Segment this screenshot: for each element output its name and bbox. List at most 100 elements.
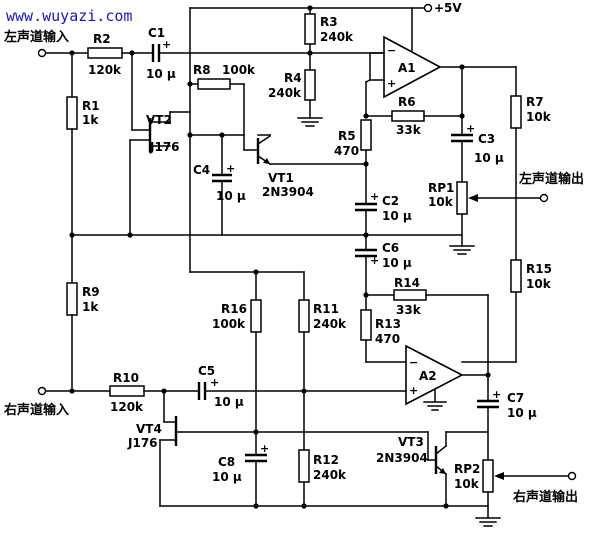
R14-feedback: R14 33k bbox=[365, 276, 489, 376]
A2-label: A2 bbox=[419, 369, 437, 383]
left-input-terminal[interactable] bbox=[37, 48, 47, 58]
left-input-label: 左声道输入 bbox=[4, 29, 69, 45]
right-input-label: 右声道输入 bbox=[3, 402, 69, 418]
VT1-value: 2N3904 bbox=[262, 185, 314, 199]
right-input-terminal[interactable] bbox=[37, 386, 47, 396]
C5-ref: C5 bbox=[198, 364, 215, 378]
C4-ref: C4 bbox=[193, 163, 210, 177]
R2-ref: R2 bbox=[93, 32, 111, 46]
R1-resistor bbox=[66, 96, 78, 130]
svg-text:+: + bbox=[226, 162, 235, 175]
R2-value: 120k bbox=[88, 63, 122, 77]
VT2-value: J176 bbox=[149, 140, 180, 154]
R10-ref: R10 bbox=[113, 371, 139, 385]
right-output-label: 右声道输出 bbox=[512, 489, 578, 505]
VT3-ref: VT3 bbox=[398, 435, 424, 449]
supply-label: +5V bbox=[434, 1, 462, 15]
R3-resistor bbox=[304, 13, 316, 45]
VT2-jfet: VT2 J176 bbox=[129, 52, 191, 236]
R11-value: 240k bbox=[313, 317, 347, 331]
R13-value: 470 bbox=[375, 332, 400, 346]
RP1-value: 10k bbox=[428, 195, 454, 209]
svg-text:−: − bbox=[387, 44, 396, 57]
svg-text:+: + bbox=[162, 38, 171, 51]
R5-resistor bbox=[360, 119, 372, 151]
C6-ref: C6 bbox=[382, 241, 399, 255]
R10-resistor bbox=[109, 385, 145, 397]
R10-value: 120k bbox=[110, 400, 144, 414]
C7-RP2-output: + C7 10 μ RP2 10k 右声道输出 bbox=[454, 374, 578, 527]
R13-resistor bbox=[360, 309, 372, 341]
R16-value: 100k bbox=[212, 317, 246, 331]
R6-ref: R6 bbox=[398, 95, 416, 109]
right-output-terminal[interactable] bbox=[567, 471, 577, 481]
VT3-value: 2N3904 bbox=[376, 451, 428, 465]
R8-ref: R8 bbox=[193, 63, 211, 77]
VT1-ref: VT1 bbox=[268, 171, 294, 185]
R5-value: 470 bbox=[334, 144, 359, 158]
bias-network-right: R16 100k R11 240k R12 240k + C8 10 μ bbox=[189, 269, 347, 507]
R15-resistor bbox=[510, 259, 522, 293]
R3-ref: R3 bbox=[320, 15, 338, 29]
C2-branch: + C2 10 μ bbox=[355, 190, 412, 251]
R11-resistor bbox=[298, 299, 310, 333]
VT3-npn: VT3 2N3904 bbox=[376, 431, 489, 507]
C1-value: 10 μ bbox=[146, 67, 176, 81]
R13-ref: R13 bbox=[375, 317, 401, 331]
right-input-section: 右声道输入 R10 120k + C5 10 μ bbox=[3, 364, 407, 418]
C8-ref: C8 bbox=[218, 455, 235, 469]
R9-resistor bbox=[66, 282, 78, 316]
VT2-ref: VT2 bbox=[146, 113, 172, 127]
R4-ref: R4 bbox=[284, 71, 302, 85]
R6-resistor bbox=[391, 110, 425, 122]
R8-resistor bbox=[197, 78, 231, 90]
C2-ref: C2 bbox=[382, 194, 399, 208]
svg-text:+: + bbox=[370, 254, 379, 267]
R8-value: 100k bbox=[222, 63, 256, 77]
supply-terminal bbox=[423, 3, 433, 13]
left-output-label: 左声道输出 bbox=[519, 171, 584, 187]
svg-text:+: + bbox=[409, 384, 418, 397]
R7-value: 10k bbox=[526, 110, 552, 124]
C7-value: 10 μ bbox=[507, 406, 537, 420]
svg-text:+: + bbox=[492, 388, 501, 401]
R7-resistor bbox=[510, 95, 522, 129]
watermark: www.wuyazi.com bbox=[6, 7, 132, 25]
C2-value: 10 μ bbox=[382, 209, 412, 223]
R12-resistor bbox=[298, 449, 310, 483]
R4-resistor bbox=[304, 69, 316, 101]
C6-branch: + C6 10 μ bbox=[355, 241, 412, 311]
R7-R15-column: R7 10k R15 10k bbox=[461, 66, 552, 363]
svg-text:+: + bbox=[370, 190, 379, 203]
left-output-terminal[interactable] bbox=[539, 193, 549, 203]
R3-R4-divider: R3 240k R4 240k bbox=[268, 5, 354, 127]
R1-branch: R1 1k bbox=[66, 52, 100, 284]
R2-resistor bbox=[87, 47, 123, 59]
C1-ref: C1 bbox=[148, 26, 165, 40]
R16-ref: R16 bbox=[221, 302, 247, 316]
C8-value: 10 μ bbox=[212, 470, 242, 484]
VT4-value: J176 bbox=[127, 436, 158, 450]
R16-resistor bbox=[250, 299, 262, 333]
RP1-potentiometer bbox=[456, 181, 468, 215]
A1-label: A1 bbox=[398, 61, 416, 75]
R14-ref: R14 bbox=[394, 276, 420, 290]
svg-text:−: − bbox=[409, 356, 418, 369]
R5-ref: R5 bbox=[338, 129, 356, 143]
R4-value: 240k bbox=[268, 86, 302, 100]
R3-value: 240k bbox=[320, 30, 354, 44]
C3-value: 10 μ bbox=[474, 151, 504, 165]
VT4-jfet: VT4 J176 bbox=[127, 390, 429, 507]
C7-ref: C7 bbox=[507, 391, 524, 405]
VT1-npn: VT1 2N3904 bbox=[187, 132, 367, 199]
R14-value: 33k bbox=[396, 303, 422, 317]
R5-branch: R5 470 bbox=[334, 119, 372, 205]
R13-branch: R13 470 bbox=[360, 309, 407, 363]
R12-ref: R12 bbox=[313, 453, 339, 467]
VT4-ref: VT4 bbox=[136, 422, 162, 436]
RP2-wiper bbox=[494, 472, 504, 480]
R9-ref: R9 bbox=[82, 285, 100, 299]
C5-value: 10 μ bbox=[214, 395, 244, 409]
C4-branch: + C4 10 μ bbox=[193, 132, 246, 236]
